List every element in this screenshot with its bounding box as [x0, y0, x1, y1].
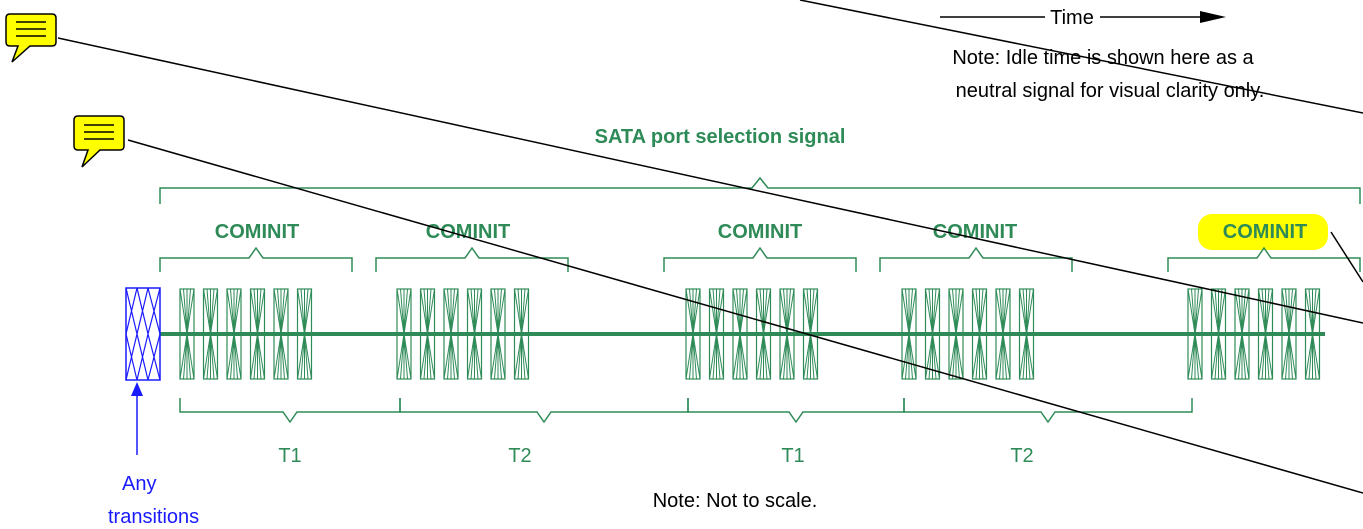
- cominit-brace: [1167, 246, 1361, 272]
- scale-note: Note: Not to scale.: [653, 490, 818, 512]
- cominit-label: COMINIT: [215, 221, 299, 243]
- cominit-highlight: [1198, 214, 1328, 250]
- cominit-label: COMINIT: [1223, 221, 1307, 243]
- interval-brace: [179, 398, 401, 424]
- cominit-burst: [396, 288, 530, 380]
- interval-label: T2: [508, 445, 531, 467]
- comment-icon[interactable]: [73, 115, 125, 168]
- comment-icon[interactable]: [5, 13, 57, 63]
- signal-title: SATA port selection signal: [595, 126, 846, 148]
- any-transitions-marker: [125, 287, 161, 455]
- time-arrow: [940, 11, 1226, 23]
- interval-brace: [399, 398, 689, 424]
- interval-brace: [903, 398, 1193, 424]
- cominit-brace: [663, 246, 857, 272]
- idle-note-line2: neutral signal for visual clarity only.: [956, 80, 1265, 102]
- comment-connector-lines: [57, 0, 1363, 494]
- interval-brace: [687, 398, 905, 424]
- interval-label: T1: [278, 445, 301, 467]
- time-label: Time: [1050, 7, 1094, 29]
- cominit-brace: [375, 246, 569, 272]
- cominit-brace: [159, 246, 353, 272]
- cominit-label: COMINIT: [933, 221, 1017, 243]
- any-transitions-label-2: transitions: [108, 506, 199, 528]
- cominit-label: COMINIT: [718, 221, 802, 243]
- cominit-burst: [901, 288, 1035, 380]
- cominit-burst: [685, 288, 819, 380]
- interval-label: T2: [1010, 445, 1033, 467]
- cominit-brace: [879, 246, 1073, 272]
- cominit-burst: [179, 288, 313, 380]
- idle-note-line1: Note: Idle time is shown here as a: [952, 47, 1254, 69]
- interval-label: T1: [781, 445, 804, 467]
- cominit-label: COMINIT: [426, 221, 510, 243]
- cominit-burst: [1187, 288, 1321, 380]
- any-transitions-label-1: Any: [122, 473, 156, 495]
- signal-brace: [159, 176, 1361, 204]
